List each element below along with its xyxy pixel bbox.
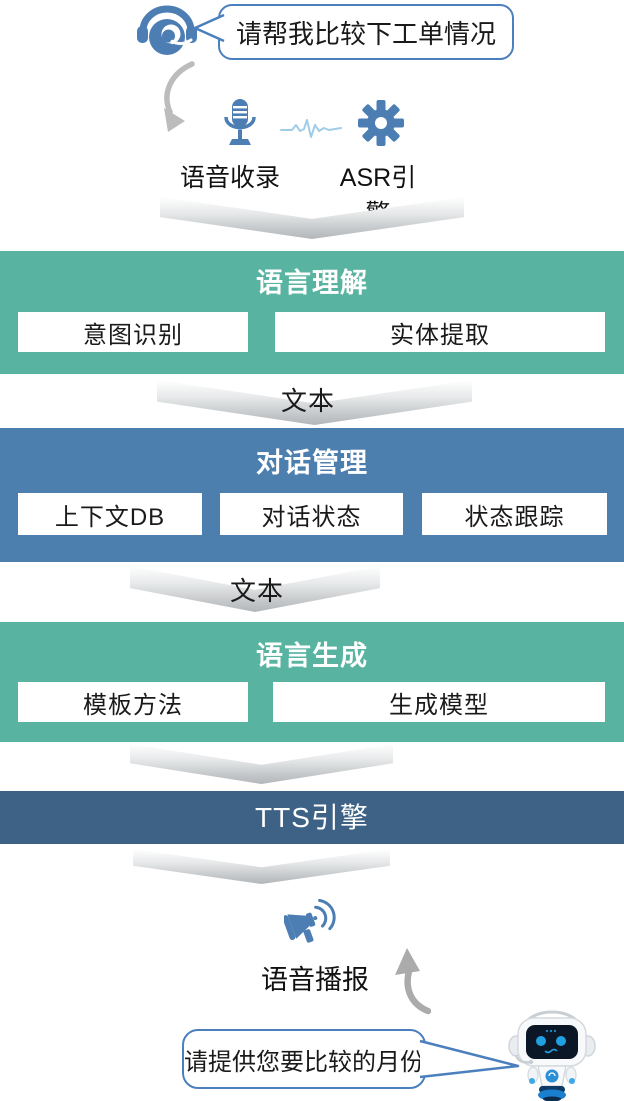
block-dialog-management: 对话管理 上下文DB 对话状态 状态跟踪 — [0, 428, 624, 562]
block-title: 对话管理 — [256, 448, 368, 478]
bot-speech-text: 请提供您要比较的月份 — [184, 1048, 424, 1076]
item-template-method: 模板方法 — [18, 682, 248, 722]
headset-operator-icon — [137, 5, 197, 55]
item-entity-extraction: 实体提取 — [275, 312, 605, 352]
voice-broadcast-label: 语音播报 — [261, 965, 369, 995]
block-title: TTS引擎 — [255, 802, 369, 833]
item-dialog-state: 对话状态 — [220, 493, 403, 535]
bot-speech-bubble: 请提供您要比较的月份 — [182, 1029, 426, 1089]
block-language-understanding: 语言理解 意图识别 实体提取 — [0, 251, 624, 374]
microphone-icon — [224, 99, 256, 145]
waveform-icon — [280, 119, 342, 138]
block-title: 语言生成 — [256, 641, 368, 671]
user-speech-bubble-tail — [193, 13, 225, 43]
connector-label-text: 文本 — [280, 386, 335, 416]
item-state-tracking: 状态跟踪 — [422, 493, 607, 535]
curved-arrow-down-icon — [164, 61, 195, 132]
gear-icon — [358, 100, 404, 146]
block-language-generation: 语言生成 模板方法 生成模型 — [0, 622, 624, 742]
user-speech-bubble: 请帮我比较下工单情况 — [218, 4, 514, 60]
robot-icon — [508, 1010, 596, 1101]
user-speech-text: 请帮我比较下工单情况 — [235, 18, 496, 49]
voice-capture-label: 语音收录 — [180, 164, 281, 192]
item-generative-model: 生成模型 — [273, 682, 605, 722]
megaphone-icon — [284, 899, 336, 943]
item-intent-recognition: 意图识别 — [18, 312, 248, 352]
item-context-db: 上下文DB — [18, 493, 202, 535]
connector-label-text: 文本 — [229, 576, 284, 606]
curved-arrow-up-icon — [395, 948, 431, 1015]
chevron-down-arrow — [130, 744, 393, 784]
block-title: 语言理解 — [256, 268, 368, 298]
bot-speech-bubble-tail — [419, 1039, 520, 1079]
chevron-down-arrow — [133, 849, 390, 884]
block-tts-engine: TTS引擎 — [0, 791, 624, 844]
